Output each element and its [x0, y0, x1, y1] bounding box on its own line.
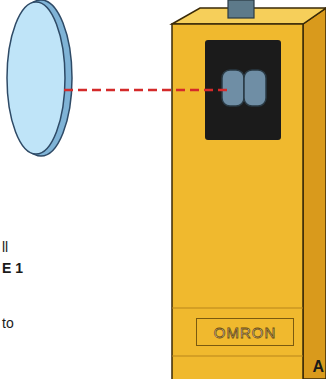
text-fragment: A	[312, 358, 324, 376]
sensor-side	[303, 8, 326, 379]
reflector-disc	[7, 2, 65, 154]
lens-window	[205, 40, 281, 140]
light-beam	[64, 89, 232, 92]
lens	[244, 70, 266, 106]
brand-name: OMRON	[214, 324, 277, 341]
body-groove	[172, 307, 303, 308]
text-fragment: to	[2, 316, 14, 331]
text-fragment: E 1	[2, 261, 23, 276]
sensor-front	[172, 24, 303, 379]
connector-tab	[228, 0, 254, 18]
brand-badge: OMRON	[196, 318, 294, 346]
text-fragment: ll	[2, 240, 8, 255]
body-groove	[172, 355, 303, 356]
lens	[222, 70, 244, 106]
